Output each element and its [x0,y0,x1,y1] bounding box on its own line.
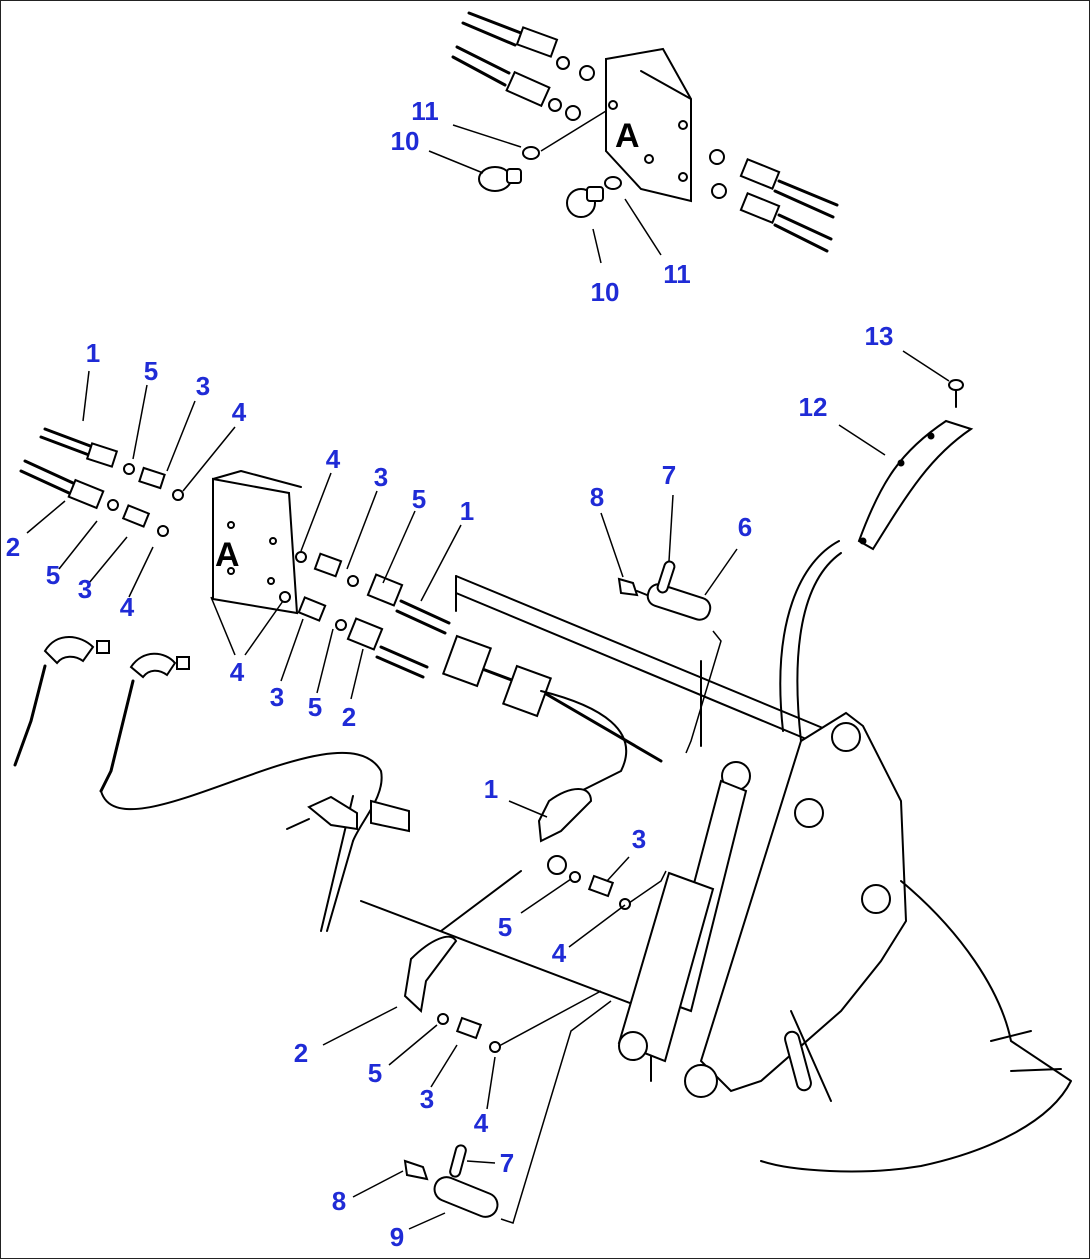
plug-10-left [478,166,522,192]
callout-4-a: 4 [231,397,247,427]
o-ring-5-lower [437,1013,449,1025]
block-letter-left: A [215,536,240,574]
callout-3-a: 3 [195,371,211,401]
callout-7-a: 7 [661,460,677,490]
callout-5-b: 5 [45,560,61,590]
callout-5-c: 5 [411,484,427,514]
pin-6-assembly [617,560,722,754]
hose-2-middle [403,870,522,1014]
callout-5-d: 5 [307,692,323,722]
bucket-side-plate [699,711,908,1093]
fittings-right-upper [295,551,451,635]
hose-upper-left-top [461,11,595,81]
callout-2-c: 2 [293,1038,309,1068]
valve-block-a-left: A [212,470,302,615]
callout-4-c: 4 [325,444,341,474]
hose-1-left [39,427,184,501]
callout-3-e: 3 [631,824,647,854]
bucket-shell [760,880,1072,1173]
callout-13: 13 [864,321,894,351]
callout-4-b: 4 [119,592,135,622]
callout-5-a: 5 [143,356,159,386]
hose-1-middle [537,690,628,875]
callout-5-f: 5 [367,1058,383,1088]
callout-2-a: 2 [5,532,21,562]
pin-lower [684,1064,718,1098]
o-ring-11-left [522,146,540,160]
callout-1-b: 1 [459,496,475,526]
hose-loop [100,751,383,842]
plug-10-right [566,186,604,218]
fittings-right-lower [279,591,429,679]
callout-3-f: 3 [419,1084,435,1114]
o-ring-5-middle [569,871,581,883]
callout-4-e: 4 [551,938,567,968]
hose-right-bottom [711,183,833,253]
callout-2-b: 2 [341,702,357,732]
callout-3-d: 3 [269,682,285,712]
callout-7-b: 7 [499,1148,515,1178]
pin-upper [794,798,824,828]
leader-lines [26,124,950,1230]
hose-2-left [19,459,169,537]
adapter-3-lower [455,1016,483,1040]
callout-8-a: 8 [589,482,605,512]
callout-6: 6 [737,512,753,542]
adapter-3-middle [587,874,615,898]
bucket-structure [320,379,1072,1173]
callout-3-c: 3 [373,462,389,492]
callout-1-a: 1 [85,338,101,368]
pin-top [831,722,861,752]
callout-9: 9 [389,1222,405,1252]
elbow-hose-left-b [99,652,190,793]
hose-clamp-bracket [286,795,410,833]
o-ring-4-lower [489,1041,501,1053]
callout-12: 12 [798,392,828,422]
block-letter-top: A [615,117,640,155]
callout-10-bottom: 10 [590,277,620,307]
hose-upper-left-bottom [451,45,581,121]
callout-5-e: 5 [497,912,513,942]
elbow-hose-left-a [13,636,110,767]
callout-8-b: 8 [331,1186,347,1216]
pin-9-assembly [403,1000,612,1224]
o-ring-11-right [604,176,622,190]
callout-4-f: 4 [473,1108,489,1138]
callout-4-d: 4 [229,657,245,687]
valve-block-a-detail: A [451,11,839,253]
bolt-13 [948,379,964,408]
hydraulic-cylinder [617,779,748,1063]
callout-11-bottom: 11 [663,259,691,289]
callout-1-c: 1 [483,774,499,804]
callout-11-top: 11 [411,96,439,126]
callout-10-top: 10 [390,126,420,156]
callout-3-b: 3 [77,574,93,604]
pin-middle [861,884,891,914]
guard-arc-12 [857,419,974,551]
hose-right-top [709,149,839,219]
